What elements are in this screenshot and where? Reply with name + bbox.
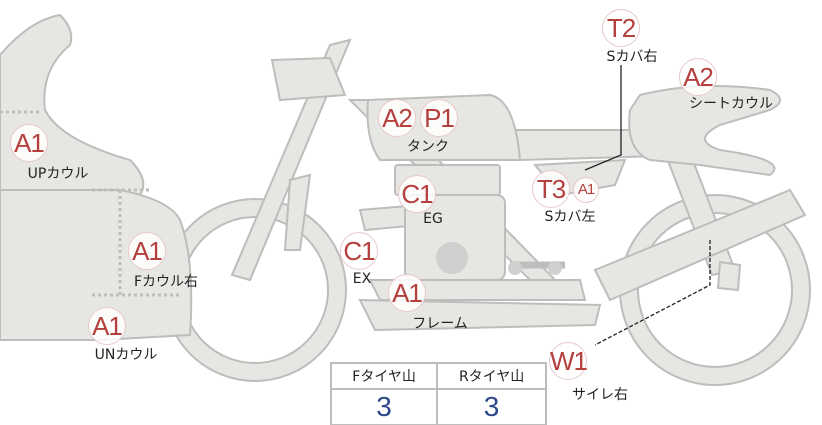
part-label: Fカウル右: [133, 274, 199, 290]
part-label: シートカウル: [689, 96, 773, 112]
engine: [404, 194, 506, 281]
rear-tire-value: 3: [436, 388, 547, 425]
damage-code-badge: A1: [388, 274, 426, 312]
part-label: タンク: [407, 139, 449, 155]
part-label: UPカウル: [27, 166, 89, 182]
damage-code-badge: C1: [340, 232, 378, 270]
damage-code-badge: A2: [378, 99, 416, 137]
damage-code-badge: A1: [573, 177, 599, 203]
tire-tread-table: Fタイヤ山 Rタイヤ山 3 3: [329, 362, 547, 425]
part-label: UNカウル: [94, 347, 158, 363]
front-tire-value: 3: [329, 388, 439, 425]
part-label: サイレ右: [572, 387, 628, 403]
damage-code-badge: A1: [128, 232, 166, 270]
rear-tire-header: Rタイヤ山: [436, 362, 547, 390]
part-label: フレーム: [412, 316, 468, 332]
damage-code-badge: A1: [88, 307, 126, 345]
part-label: EX: [352, 271, 372, 287]
front-cowl: [0, 189, 193, 341]
front-fork: [230, 38, 352, 282]
seat-cowl: [628, 85, 781, 177]
damage-code-badge: C1: [398, 175, 436, 213]
part-label: Sカバ左: [544, 209, 596, 225]
damage-code-badge: W1: [549, 342, 588, 380]
damage-code-badge: P1: [420, 99, 458, 137]
front-tire-header: Fタイヤ山: [329, 362, 439, 390]
damage-code-badge: A2: [679, 58, 717, 96]
headlight: [270, 56, 347, 102]
silencer: [593, 188, 807, 302]
part-label: Sカバ右: [606, 49, 658, 65]
damage-code-badge: T3: [532, 170, 570, 208]
part-label: EG: [423, 211, 443, 227]
damage-code-badge: T2: [602, 9, 640, 47]
damage-code-badge: A1: [10, 124, 48, 162]
